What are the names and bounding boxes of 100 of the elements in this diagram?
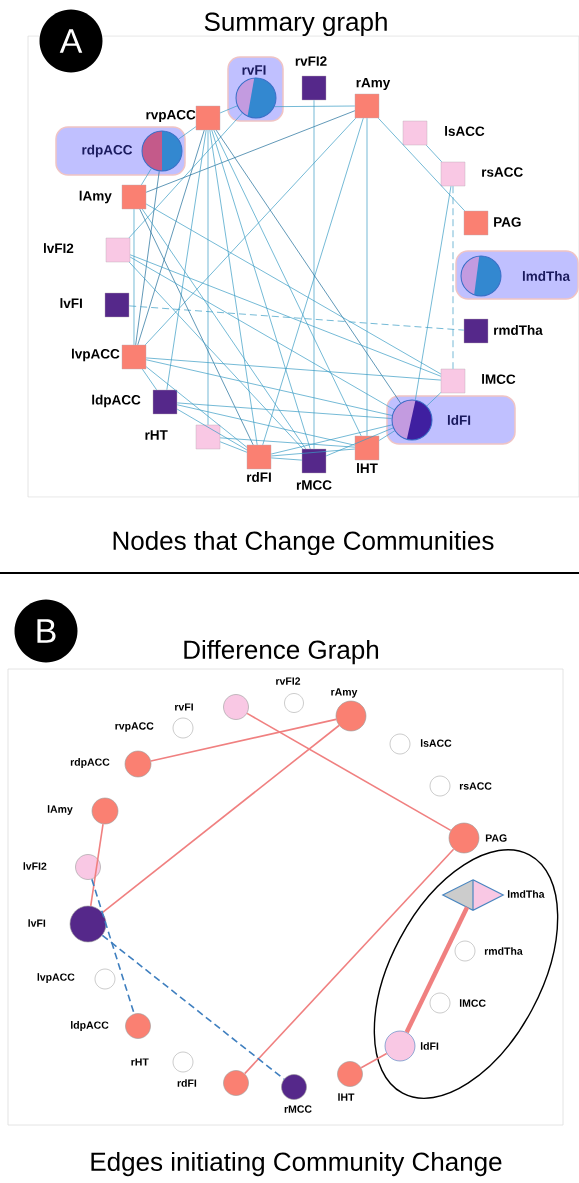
node-label: lvpACC — [71, 348, 120, 362]
network-node: lHT — [337, 1061, 363, 1101]
node-label: lAmy — [79, 190, 112, 204]
node-label: lmdTha — [507, 890, 545, 898]
edge — [176, 404, 356, 446]
edge — [243, 848, 455, 1075]
edge — [145, 203, 442, 375]
node-label: ldpACC — [71, 1021, 109, 1031]
network-node: lAmy — [79, 184, 147, 210]
edge — [128, 261, 304, 450]
edge — [141, 208, 307, 450]
edge — [219, 441, 248, 453]
network-node: rvFI2 — [276, 677, 304, 713]
edge — [145, 366, 248, 448]
edge — [145, 110, 356, 193]
node-label: lAmy — [47, 805, 73, 815]
edge — [378, 117, 465, 212]
edge — [135, 170, 160, 346]
highlighted-node: rvFI — [227, 56, 284, 122]
node-label: rvFI2 — [295, 56, 327, 66]
edge — [166, 129, 207, 391]
network-node: rdFI — [177, 1070, 249, 1096]
edge — [178, 126, 197, 140]
edge — [150, 718, 337, 762]
node-label: rMCC — [296, 480, 332, 490]
edge — [139, 208, 254, 446]
node-label: lvFI — [28, 919, 46, 927]
edge — [262, 117, 364, 446]
edge — [141, 168, 152, 186]
highlighted-node: rdpACC — [55, 126, 186, 176]
network-node: ldpACC — [71, 1013, 151, 1039]
network-node: rdFI — [246, 444, 272, 482]
node-label: PAG — [485, 834, 507, 842]
dashed-edge — [91, 878, 135, 1015]
network-node: rvFI — [175, 694, 249, 720]
panel-caption: Nodes that Change Communities — [113, 530, 494, 556]
panel-title: Difference Graph — [184, 639, 378, 665]
edge — [366, 117, 368, 437]
node-label: lMCC — [482, 374, 516, 384]
edge — [209, 129, 258, 446]
edge — [274, 105, 356, 107]
network-node: rHT — [145, 424, 221, 450]
network-node: rsACC — [429, 775, 492, 797]
edge — [270, 424, 393, 455]
node-label: rAmy — [356, 77, 391, 91]
edge — [426, 392, 442, 407]
node-label: lvpACC — [37, 973, 75, 983]
edge — [425, 144, 443, 163]
edge — [215, 129, 401, 404]
edge — [246, 712, 452, 832]
node-label: PAG — [494, 217, 521, 227]
network-node: rmdTha — [463, 318, 543, 344]
network-node: rMCC — [281, 1074, 312, 1113]
highlighted-node: lmdTha — [455, 250, 579, 300]
edge — [145, 359, 393, 416]
network-node: ldpACC — [92, 389, 178, 415]
edge — [313, 99, 315, 450]
network-node: lHT — [354, 435, 380, 473]
network-node: rAmy — [354, 77, 391, 119]
node-label: lHT — [338, 1093, 355, 1101]
node-label: rvpACC — [115, 722, 154, 732]
edge — [144, 117, 357, 346]
network-node: rdpACC — [70, 750, 152, 778]
node-label: rdFI — [177, 1079, 197, 1087]
network-node: PAG — [448, 822, 507, 854]
edge — [89, 823, 104, 907]
node-label: rvFI2 — [276, 677, 301, 685]
node-label: rAmy — [331, 688, 358, 698]
highlighted-node: ldFI — [386, 395, 516, 445]
edge — [207, 129, 209, 426]
node-label: rsACC — [482, 167, 523, 177]
network-node: lvFI2 — [23, 854, 101, 880]
network-node: lvFI2 — [44, 237, 131, 263]
network-node: rmdTha — [454, 940, 523, 962]
edge — [213, 129, 362, 437]
edge — [270, 448, 356, 457]
edge — [128, 112, 243, 239]
node-label: rdFI — [247, 472, 271, 482]
panel-badge: B — [14, 599, 78, 663]
node-label: rmdTha — [484, 947, 523, 955]
node-label: rMCC — [284, 1105, 312, 1113]
network-node: lmdTha — [442, 879, 545, 911]
dashed-edge — [101, 934, 285, 1080]
network-node: lsACC — [389, 733, 452, 755]
node-label: lHT — [357, 463, 378, 473]
edge — [270, 457, 303, 461]
node-label: rvpACC — [146, 109, 196, 123]
node-label: lvFI2 — [43, 243, 74, 253]
network-node: rMCC — [296, 448, 332, 490]
network-node: lvpACC — [72, 344, 147, 370]
edge — [142, 368, 157, 391]
network-node: rvpACC — [115, 717, 194, 739]
node-label: rmdTha — [494, 325, 543, 335]
network-node: ldFI — [384, 1030, 439, 1062]
network-node: lvpACC — [37, 968, 116, 990]
edge — [176, 408, 248, 451]
node-label: lsACC — [420, 739, 452, 747]
node-label: rdpACC — [70, 758, 110, 768]
dashed-edge — [128, 305, 465, 331]
edge — [211, 129, 311, 450]
